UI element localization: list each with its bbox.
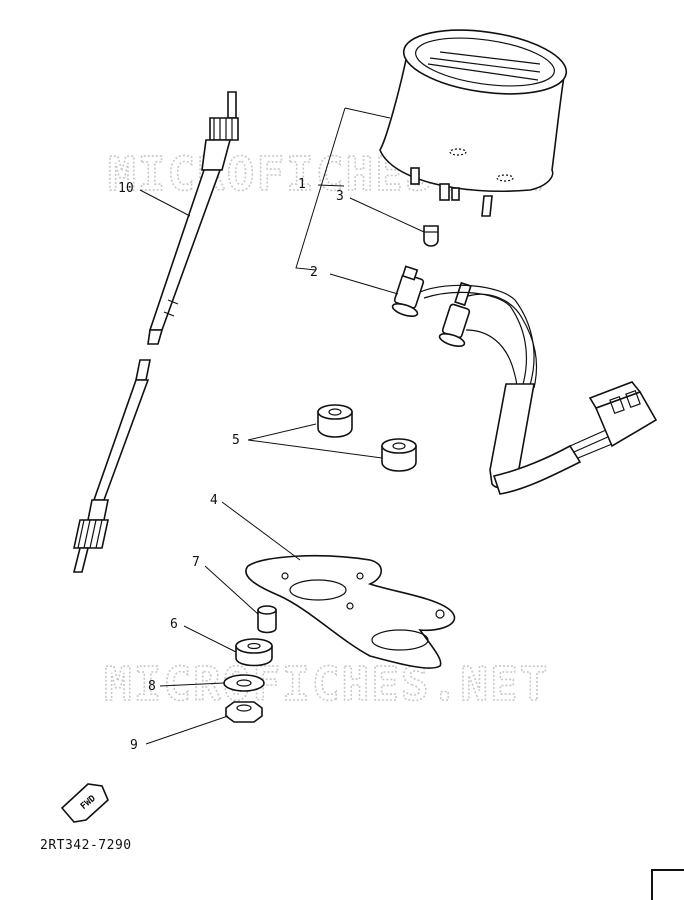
bracket-plate bbox=[245, 554, 456, 669]
fwd-arrow-icon: FWD bbox=[60, 783, 109, 823]
callout-7: 7 bbox=[192, 555, 200, 570]
callout-3: 3 bbox=[336, 189, 344, 204]
watermark-bottom: MICROFICHES.NET bbox=[104, 657, 549, 711]
diagram-code: 2RT342-7290 bbox=[40, 838, 132, 853]
washer bbox=[223, 674, 265, 692]
speedometer-cable bbox=[72, 91, 239, 573]
callout-4: 4 bbox=[210, 493, 218, 508]
callout-5: 5 bbox=[232, 433, 240, 448]
callout-10: 10 bbox=[118, 181, 134, 196]
cushion bbox=[235, 638, 273, 667]
callout-9: 9 bbox=[130, 738, 138, 753]
corner-mark bbox=[651, 869, 684, 900]
callout-2: 2 bbox=[310, 265, 318, 280]
meter-housing bbox=[379, 29, 568, 217]
bulb bbox=[423, 225, 439, 247]
callout-6: 6 bbox=[170, 617, 178, 632]
callout-1: 1 bbox=[298, 177, 306, 192]
bracket-part-1 bbox=[295, 107, 391, 271]
leader-lines bbox=[139, 184, 425, 745]
callout-8: 8 bbox=[148, 679, 156, 694]
collar bbox=[257, 605, 277, 634]
socket-harness bbox=[391, 265, 658, 495]
nut bbox=[225, 701, 263, 723]
grommets bbox=[317, 404, 417, 472]
